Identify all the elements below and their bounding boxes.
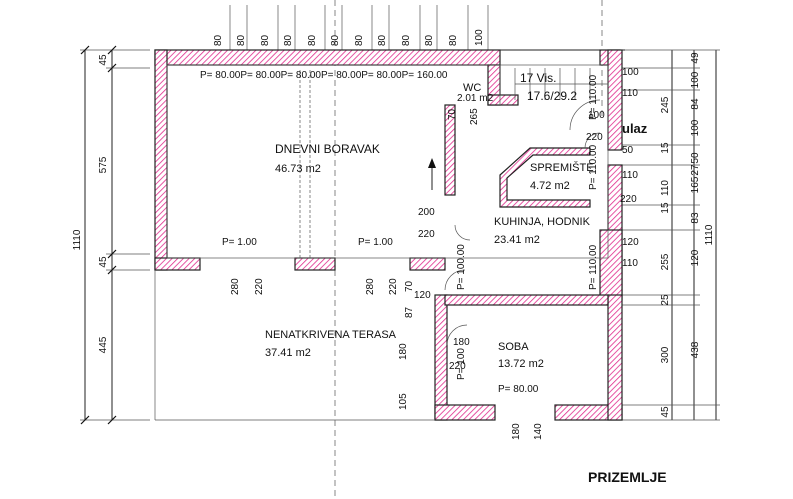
dim-right-49: 49 [690,52,701,64]
dim-left-575: 575 [98,156,109,173]
dim-open-110a: 110 [622,88,638,99]
dim-open-180a: 180 [398,343,409,360]
dim-top-7: 80 [354,34,365,46]
dim-open-87: 87 [404,306,415,318]
dim-top-10: 80 [424,34,435,46]
stairs-size: 17.6/29.2 [527,89,577,103]
parapet-spremiste: P= 110.00 [588,144,599,190]
dim-right-total: 1110 [704,224,715,245]
dim-top-6: 80 [330,34,341,46]
dim-open-50: 50 [622,145,634,156]
dim-right-100a: 100 [690,71,701,88]
dim-top-3: 80 [260,34,271,46]
dim-open-220e: 220 [388,278,399,295]
interior-lines [154,64,609,421]
dim-top-8: 80 [377,34,388,46]
room-terasa-area: 37.41 m2 [265,347,311,359]
room-soba-name: SOBA [498,341,529,353]
plan-title: PRIZEMLJE [588,469,667,485]
dim-open-110c: 110 [622,258,638,269]
room-kuhinja-name: KUHINJA, HODNIK [494,216,591,228]
right-dimension-lines [620,49,720,421]
dim-top-2: 80 [236,34,247,46]
room-wc-area: 2.01 m2 [457,93,494,104]
entrance-label: ulaz [622,121,648,136]
room-soba-area: 13.72 m2 [498,358,544,370]
dim-right-84: 84 [690,98,701,110]
room-spremiste-name: SPREMIŠTE [530,161,594,174]
dim-right-438: 438 [690,341,701,358]
dim-right-27: 27 [690,164,701,176]
dim-right-15a: 15 [660,142,671,154]
dim-right-300: 300 [660,346,671,363]
dim-left-445: 445 [98,336,109,353]
dim-top-5: 80 [307,34,318,46]
dim-open-180c: 180 [511,423,522,440]
dim-left-total: 1110 [72,229,83,250]
stairs-count: 17 Vis. [520,71,556,85]
dim-open-280a: 280 [230,278,241,295]
left-dimension-lines [80,45,150,425]
parapet-soba-bottom: P= 80.00 [498,384,539,395]
dim-open-70: 70 [404,280,415,292]
dim-top-1: 80 [213,34,224,46]
dim-right-110: 110 [660,180,671,196]
parapet-top-row: P= 80.00P= 80.00P= 80.00P= 80.00P= 80.00… [200,70,448,81]
dim-right-100b: 100 [690,119,701,136]
dim-open-100a: 100 [622,67,639,78]
dim-top-12: 100 [474,29,485,46]
parapet-dnevni-right: P= 1.00 [358,237,393,248]
parapet-hall-door: P= 100.00 [456,244,467,290]
dim-right-25: 25 [660,294,671,306]
dim-right-245: 245 [660,96,671,113]
dim-open-220b: 220 [620,194,637,205]
dim-open-200: 200 [418,207,435,218]
dim-open-220f: 220 [449,361,466,372]
walls [154,49,623,421]
room-terasa-name: NENATKRIVENA TERASA [265,329,397,341]
dim-right-255: 255 [660,253,671,270]
dim-open-140: 140 [533,423,544,440]
dim-right-120: 120 [690,249,701,266]
dim-open-70b: 70 [447,108,458,120]
parapet-soba-left: P= 100 [456,348,467,380]
room-spremiste-area: 4.72 m2 [530,180,570,192]
dim-top-9: 80 [401,34,412,46]
dim-open-220c: 220 [418,229,435,240]
dim-open-120: 120 [622,237,639,248]
dim-open-220d: 220 [254,278,265,295]
dim-right-50: 50 [690,152,701,164]
dim-right-45: 45 [660,406,671,418]
dim-open-220a: 220 [586,132,603,143]
dim-right-15b: 15 [660,202,671,214]
dim-open-280b: 280 [365,278,376,295]
dim-open-110b: 110 [622,170,638,181]
room-kuhinja-area: 23.41 m2 [494,234,540,246]
dim-right-165: 165 [690,176,701,193]
parapet-wc-top: P= 110.00 [588,74,599,120]
dim-top-4: 80 [283,34,294,46]
dim-left-45a: 45 [98,54,109,66]
room-dnevni-area: 46.73 m2 [275,163,321,175]
parapet-dnevni-left: P= 1.00 [222,237,257,248]
dim-open-100b: 100 [588,110,605,121]
dim-left-45b: 45 [98,256,109,268]
dim-open-265: 265 [469,108,480,125]
dim-open-105: 105 [398,393,409,410]
room-dnevni-name: DNEVNI BORAVAK [275,142,380,156]
dim-open-120b: 120 [414,290,431,301]
dim-open-180b: 180 [453,337,470,348]
room-wc-name: WC [463,82,481,94]
parapet-kitchen-right: P= 110.00 [588,244,599,290]
dim-top-11: 80 [448,34,459,46]
dim-right-83: 83 [690,212,701,224]
